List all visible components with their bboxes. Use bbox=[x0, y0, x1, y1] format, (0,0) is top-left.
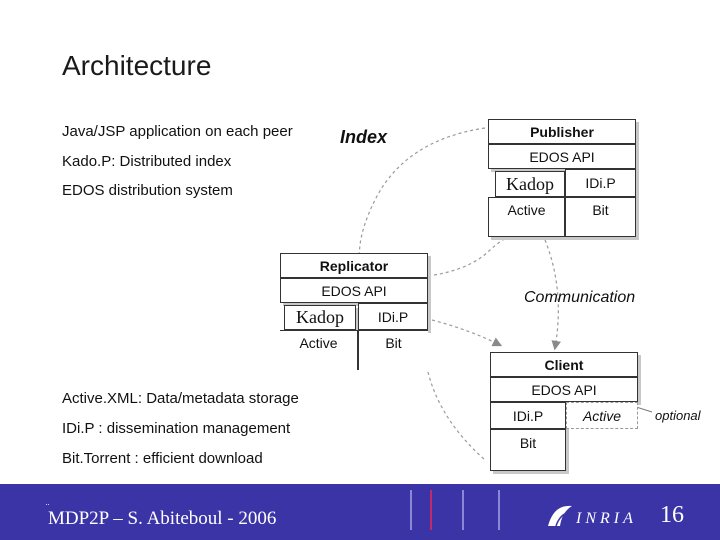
client-bit-box: Bit bbox=[490, 429, 566, 471]
footer-divider bbox=[430, 490, 432, 530]
bullet-activexml: Active.XML: Data/metadata storage bbox=[62, 390, 299, 407]
footer-divider bbox=[462, 490, 464, 530]
bullet-idip: IDi.P : dissemination management bbox=[62, 420, 291, 437]
footer-divider bbox=[410, 490, 412, 530]
publisher-edos-api-box: EDOS API bbox=[488, 144, 636, 169]
publisher-title-box: Publisher bbox=[488, 119, 636, 144]
inria-logo-mark: INRIA bbox=[548, 505, 637, 527]
arrow-replicator-to-client bbox=[431, 319, 503, 347]
replicator-bit-box: Bit bbox=[358, 330, 428, 370]
page-number: 16 bbox=[660, 502, 684, 528]
publisher-idip-box: IDi.P bbox=[565, 169, 636, 197]
footer-text: MDP2P – S. Abiteboul - 2006 bbox=[48, 508, 277, 529]
slide-title: Architecture bbox=[62, 50, 212, 81]
bullet-edos: EDOS distribution system bbox=[62, 182, 233, 199]
bullet-kadop: Kado.P: Distributed index bbox=[62, 153, 232, 170]
arrow-replicator-to-publisher bbox=[420, 228, 523, 282]
inria-logo-text: INRIA bbox=[575, 510, 637, 527]
index-label: Index bbox=[340, 127, 388, 147]
client-edos-api-box: EDOS API bbox=[490, 377, 638, 402]
client-active-box: Active bbox=[566, 402, 638, 429]
bullet-bittorrent: Bit.Torrent : efficient download bbox=[62, 450, 263, 467]
communication-label: Communication bbox=[524, 289, 636, 306]
publisher-kadop-box: Kadop bbox=[495, 171, 565, 197]
replicator-title-box: Replicator bbox=[280, 253, 428, 278]
publisher-bit-box: Bit bbox=[565, 197, 636, 237]
index-arc-lower bbox=[427, 371, 486, 461]
optional-label: optional bbox=[655, 408, 701, 423]
replicator-active-box: Active bbox=[280, 330, 358, 370]
bullet-java-jsp: Java/JSP application on each peer bbox=[62, 123, 293, 140]
replicator-kadop-box: Kadop bbox=[284, 305, 356, 330]
footer-mark: ¨ bbox=[46, 503, 50, 514]
footer-bar bbox=[0, 484, 720, 540]
client-title-box: Client bbox=[490, 352, 638, 377]
replicator-idip-box: IDi.P bbox=[358, 303, 428, 330]
publisher-active-box: Active bbox=[488, 197, 565, 237]
footer-divider bbox=[498, 490, 500, 530]
inria-logo: INRIA bbox=[544, 500, 648, 532]
client-idip-box: IDi.P bbox=[490, 402, 566, 429]
arrow-publisher-to-client bbox=[544, 239, 561, 351]
replicator-edos-api-box: EDOS API bbox=[280, 278, 428, 303]
